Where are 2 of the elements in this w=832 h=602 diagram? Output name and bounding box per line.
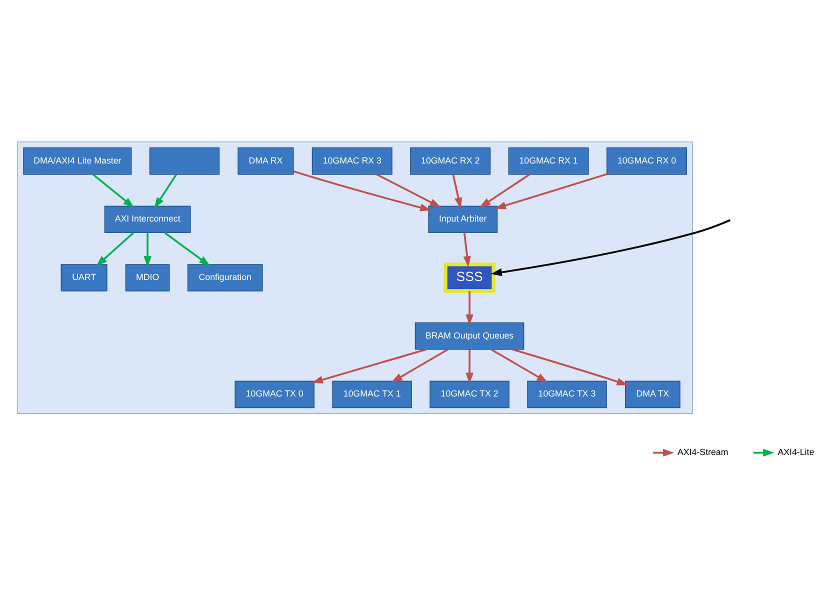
legend-label: AXI4-Lite — [778, 447, 814, 458]
legend-label: AXI4-Stream — [678, 447, 728, 458]
